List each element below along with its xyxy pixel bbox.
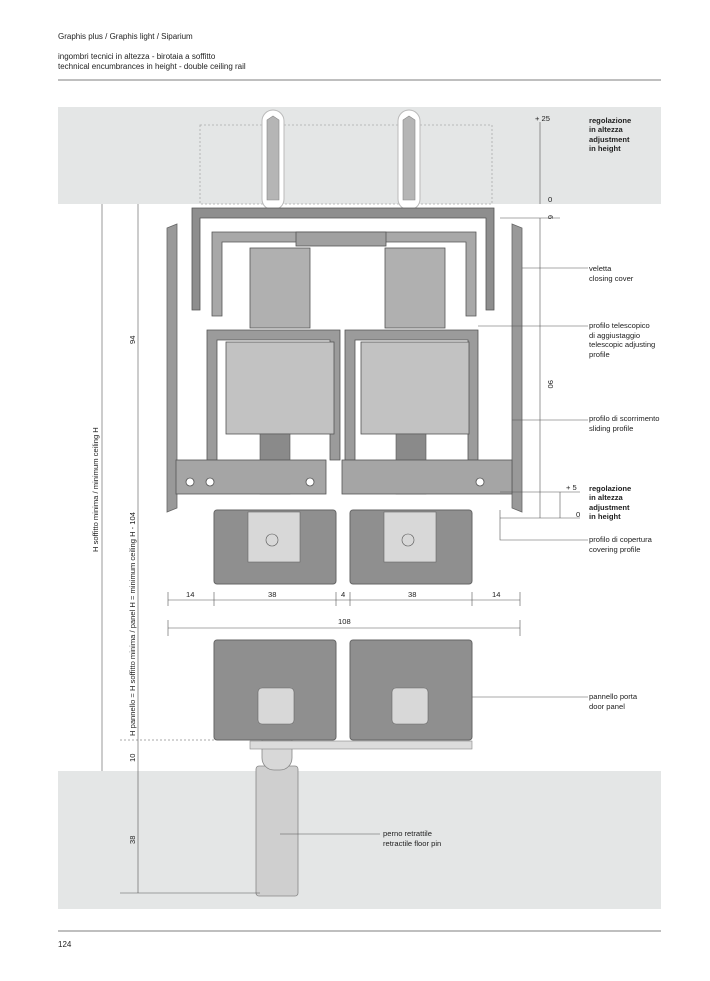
carriage-right xyxy=(360,247,470,495)
floor xyxy=(58,771,661,909)
ceiling-screw-left xyxy=(261,109,285,211)
callout-telescopic-2: di aggiustaggio xyxy=(589,331,641,340)
ceiling-screw-right xyxy=(397,109,421,211)
subtitle-english: technical encumbrances in height - doubl… xyxy=(58,62,246,71)
callout-telescopic-1: profilo telescopico xyxy=(589,321,650,330)
dim-plus5: + 5 xyxy=(566,483,577,492)
dim-width-3: 4 xyxy=(341,590,345,599)
dim-thirty-eight: 38 xyxy=(128,836,137,844)
dim-width-1: 14 xyxy=(186,590,194,599)
dim-ninety: 90 xyxy=(546,380,555,388)
callout-sliding-it: profilo di scorrimento xyxy=(589,414,660,423)
width-dimensions xyxy=(167,592,521,636)
leader-lines xyxy=(280,267,588,835)
callout-covering-en: covering profile xyxy=(589,545,641,554)
door-panel-bottom xyxy=(213,639,473,741)
dim-width-4: 38 xyxy=(408,590,416,599)
callout-adj-top-2: in altezza xyxy=(589,125,623,134)
callout-door-panel-en: door panel xyxy=(589,702,625,711)
dim-zero-top: 0 xyxy=(548,195,552,204)
callout-adj-bottom-2: in altezza xyxy=(589,493,623,502)
callout-door-panel-it: pannello porta xyxy=(589,692,638,701)
sliding-profile xyxy=(175,459,513,495)
page-number: 124 xyxy=(58,940,72,949)
dim-total-width: 108 xyxy=(338,617,351,626)
series-title: Graphis plus / Graphis light / Siparium xyxy=(58,32,193,41)
callout-closing-cover-en: closing cover xyxy=(589,274,634,283)
dim-ten: 10 xyxy=(128,754,137,762)
ceiling-pocket xyxy=(199,124,493,205)
callout-closing-cover-it: veletta xyxy=(589,264,612,273)
dim-ninety-four: 94 xyxy=(128,336,137,344)
ceiling-rail xyxy=(191,207,495,317)
dim-plus25: + 25 xyxy=(535,114,550,123)
dim-h-ceiling: H soffitto minima / minimum ceiling H xyxy=(91,427,100,552)
dim-h-panel: H pannello = H soffitto minima / panel H… xyxy=(128,512,137,736)
callout-floor-pin-it: perno retrattile xyxy=(383,829,432,838)
dim-width-2: 38 xyxy=(268,590,276,599)
dim-zero-bottom: 0 xyxy=(576,510,580,519)
callout-floor-pin-en: retractile floor pin xyxy=(383,839,442,848)
subtitle-italian: ingombri tecnici in altezza - birotaia a… xyxy=(58,52,216,61)
dim-six: 6 xyxy=(546,215,555,219)
door-panel-top xyxy=(213,509,473,585)
dim-width-5: 14 xyxy=(492,590,500,599)
ceiling xyxy=(58,107,661,204)
callout-sliding-en: sliding profile xyxy=(589,424,634,433)
callout-telescopic-4: profile xyxy=(589,350,610,359)
callout-adj-top-1: regolazione xyxy=(589,116,632,125)
closing-cover xyxy=(166,223,523,513)
callout-covering-it: profilo di copertura xyxy=(589,535,652,544)
callout-telescopic-3: telescopic adjusting xyxy=(589,340,656,349)
callout-adj-top-3: adjustment xyxy=(589,135,630,144)
callout-adj-bottom-4: in height xyxy=(589,512,621,521)
carriage-left xyxy=(225,247,335,495)
callout-adj-bottom-3: adjustment xyxy=(589,503,630,512)
callout-adj-bottom-1: regolazione xyxy=(589,484,632,493)
callout-adj-top-4: in height xyxy=(589,144,621,153)
